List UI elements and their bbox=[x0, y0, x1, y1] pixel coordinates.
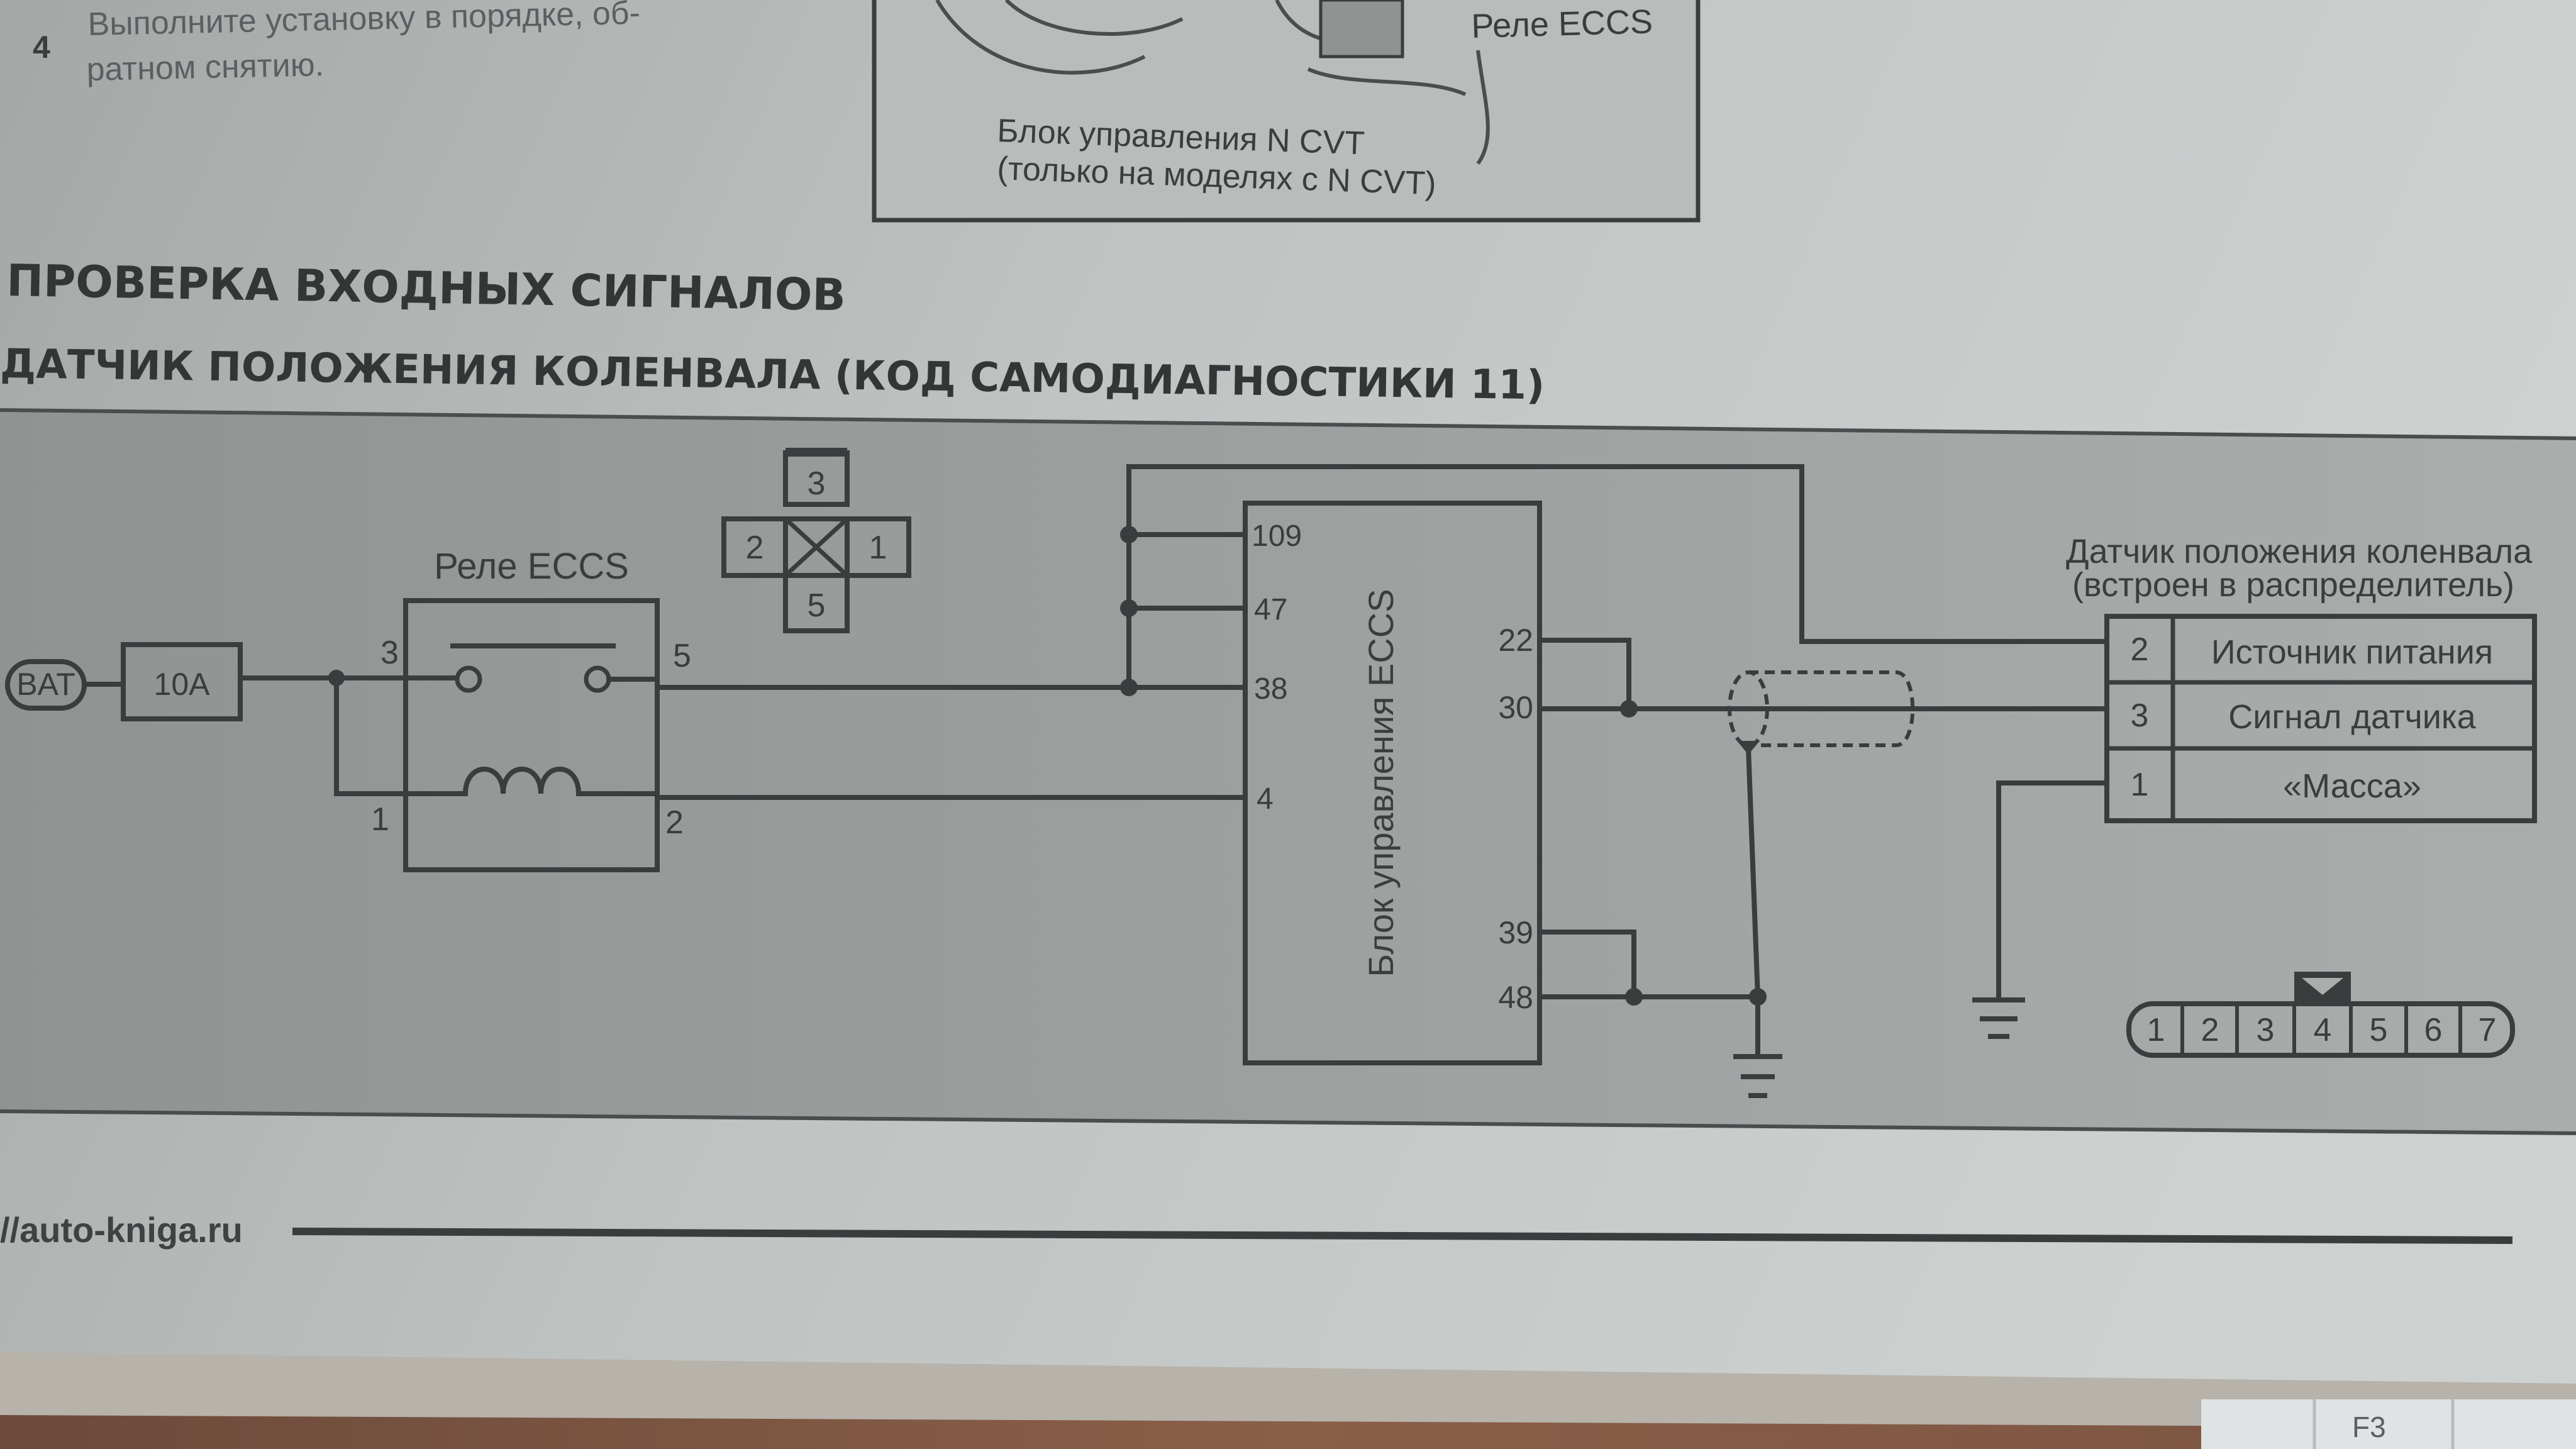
top-figure-frame bbox=[872, 0, 1701, 223]
fuse-symbol bbox=[121, 642, 243, 721]
wire-ecu39 bbox=[1537, 930, 1636, 999]
relay-connector-bottom bbox=[783, 573, 850, 633]
connector-key-marker-cutout bbox=[2302, 978, 2343, 995]
relay-connector-pin-left: 2 bbox=[746, 530, 764, 566]
ecu-label: Блок управления ECCS bbox=[1361, 589, 1401, 977]
connector-pin-label: 7 bbox=[2479, 1012, 2497, 1048]
wire-sensor-ground bbox=[1996, 780, 2109, 1002]
junction-dot bbox=[1120, 679, 1138, 696]
battery-label: BAT bbox=[16, 667, 75, 702]
keyboard bbox=[2201, 1399, 2576, 1449]
sensor-row-pin: 3 bbox=[2131, 697, 2149, 734]
ecu-pin-48: 48 bbox=[1498, 980, 1533, 1015]
junction-dot bbox=[1625, 988, 1643, 1006]
top-figure: Реле ECCS Блок управления N CVT (только … bbox=[872, 0, 1701, 223]
diagram-band bbox=[0, 412, 2576, 1132]
relay-box bbox=[403, 598, 660, 872]
ecu-box bbox=[1243, 501, 1542, 1065]
table-surface bbox=[0, 1415, 2576, 1449]
ecu-pin-4: 4 bbox=[1257, 782, 1274, 816]
relay-contact-left bbox=[455, 665, 482, 693]
diagnostic-connector: 1 2 3 4 5 6 7 bbox=[2126, 972, 2515, 1058]
connector-pin-label: 5 bbox=[2370, 1012, 2388, 1048]
relay-connector-pin-bottom: 5 bbox=[808, 587, 826, 624]
sensor-row: 3 Сигнал датчика bbox=[2131, 697, 2477, 736]
wire-sensor-power bbox=[1126, 464, 2109, 644]
relay-connector-pin-right: 1 bbox=[869, 530, 887, 566]
relay-pin-5: 5 bbox=[673, 638, 691, 674]
relay-label: Реле ECCS bbox=[434, 546, 629, 587]
junction-dot bbox=[1620, 700, 1638, 718]
connector-pin-label: 3 bbox=[2257, 1012, 2275, 1048]
connector-pin-label: 2 bbox=[2201, 1012, 2219, 1048]
figure-relay-label: Реле ECCS bbox=[1471, 3, 1653, 45]
junction-dot bbox=[1120, 526, 1138, 543]
relay-connector-pin-top: 3 bbox=[808, 465, 826, 502]
relay-connector-right bbox=[845, 516, 911, 578]
ecu-pin-109: 109 bbox=[1252, 519, 1302, 553]
relay-coil bbox=[456, 767, 657, 796]
ecu-pin-38: 38 bbox=[1254, 672, 1287, 706]
step-number: 4 bbox=[33, 30, 50, 65]
connector-pin-label: 1 bbox=[2147, 1012, 2165, 1048]
connector-pin-label: 4 bbox=[2314, 1012, 2332, 1048]
wire-ecu22 bbox=[1537, 638, 1631, 711]
sensor-title-line2: (встроен в распределитель) bbox=[2072, 566, 2514, 604]
ground-icon bbox=[1972, 997, 2025, 1039]
wiring-diagram: BAT 10A Реле ECCS 3 5 1 2 3 2 bbox=[5, 448, 2537, 1098]
footer-url: //auto-kniga.ru bbox=[0, 1210, 243, 1250]
ecu-pin-22: 22 bbox=[1498, 623, 1533, 658]
ecu-pin-47: 47 bbox=[1254, 593, 1287, 626]
sensor-table-frame bbox=[2104, 614, 2537, 823]
sensor-row-label: Источник питания bbox=[2211, 633, 2493, 671]
sensor-row-pin: 2 bbox=[2131, 631, 2149, 668]
junction-dot bbox=[1120, 599, 1138, 617]
relay-connector-icon: 3 2 1 5 bbox=[721, 448, 911, 633]
shield-outline bbox=[1748, 670, 1915, 747]
figure-sketch-line bbox=[935, 0, 1490, 165]
sensor-table: 2 Источник питания 3 Сигнал датчика 1 «М… bbox=[2104, 614, 2537, 823]
relay-connector-top bbox=[783, 450, 850, 507]
relay-pin-1: 1 bbox=[371, 801, 389, 838]
relay-pin-3: 3 bbox=[380, 635, 399, 671]
sensor-row-label: Сигнал датчика bbox=[2228, 698, 2476, 736]
connector-pin-label: 6 bbox=[2424, 1012, 2443, 1048]
ecu-pin-39: 39 bbox=[1498, 915, 1533, 950]
sensor-row: 2 Источник питания bbox=[2131, 631, 2494, 671]
fuse-label: 10A bbox=[154, 667, 211, 702]
figure-part bbox=[1319, 0, 1404, 58]
footer-rule bbox=[292, 1228, 2513, 1244]
keyboard-key-label: F3 bbox=[2352, 1411, 2386, 1443]
step-text-line2: ратном снятию. bbox=[86, 47, 325, 88]
ecu-pin-30: 30 bbox=[1498, 690, 1533, 725]
diagram-band-top-border bbox=[0, 408, 2576, 440]
relay-pin-2: 2 bbox=[665, 804, 684, 841]
wire-to-relay-coil bbox=[334, 675, 458, 796]
wire-shield-drain bbox=[1745, 745, 1761, 1000]
diagram-band-bottom-border bbox=[0, 1109, 2576, 1135]
sensor-row: 1 «Масса» bbox=[2131, 767, 2421, 805]
relay-connector-cross bbox=[784, 517, 849, 577]
sensor-row-pin: 1 bbox=[2131, 767, 2149, 803]
ground-icon bbox=[1733, 1054, 1782, 1098]
sensor-row-label: «Масса» bbox=[2283, 767, 2421, 805]
sensor-title-line1: Датчик положения коленвала bbox=[2066, 533, 2533, 570]
